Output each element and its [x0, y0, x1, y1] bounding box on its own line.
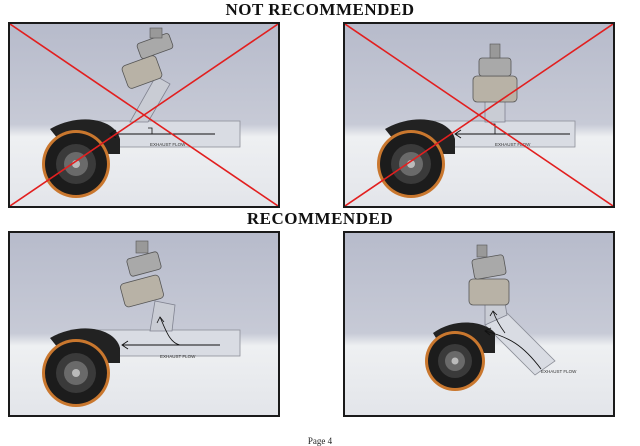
turbocharger [42, 119, 120, 198]
red-cross-icon [10, 24, 278, 206]
turbocharger [377, 119, 455, 198]
exhaust-flow-arrow [484, 310, 542, 370]
recommended-heading: RECOMMENDED [246, 209, 394, 228]
wastegate-valve [468, 244, 510, 306]
diagram-recommended-2: EXHAUST FLOW [343, 231, 615, 417]
red-cross-icon [345, 24, 613, 206]
exhaust-flow-label: EXHAUST FLOW [541, 369, 577, 374]
turbocharger [425, 322, 495, 391]
diagram-not-recommended-2: EXHAUST FLOW [343, 22, 615, 208]
exhaust-flow-label: EXHAUST FLOW [150, 142, 186, 147]
recommended-1-illustration: EXHAUST FLOW [10, 233, 278, 415]
not-recommended-heading: NOT RECOMMENDED [225, 0, 415, 19]
wastegate-valve [472, 43, 518, 123]
exhaust-flow-label: EXHAUST FLOW [160, 354, 196, 359]
wastegate-valve [120, 240, 164, 308]
recommended-2-illustration: EXHAUST FLOW [345, 233, 613, 415]
not-recommended-2-illustration: EXHAUST FLOW [345, 24, 613, 206]
diagram-recommended-1: EXHAUST FLOW [8, 231, 280, 417]
diagram-not-recommended-1: EXHAUST FLOW [8, 22, 280, 208]
exhaust-flow-label: EXHAUST FLOW [495, 142, 531, 147]
page-number: Page 4 [307, 436, 333, 446]
not-recommended-1-illustration: EXHAUST FLOW [10, 24, 278, 206]
exhaust-flow-arrow [109, 127, 215, 139]
turbocharger [42, 328, 120, 407]
wastegate-valve [121, 27, 174, 89]
exhaust-flow-arrow [121, 316, 220, 350]
